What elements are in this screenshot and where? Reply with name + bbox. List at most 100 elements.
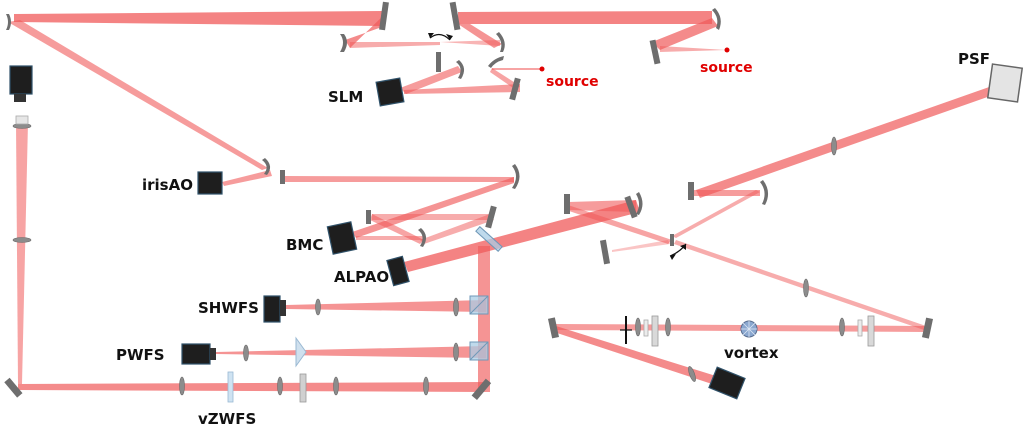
arrowhead xyxy=(680,244,686,250)
concave-mirror-icon xyxy=(262,158,271,175)
lens-icon xyxy=(635,317,641,337)
lens-icon xyxy=(665,317,671,337)
concave-mirror-icon xyxy=(488,56,504,68)
camera-lens-icon xyxy=(210,348,216,360)
lens-icon xyxy=(453,297,459,317)
beam-bmc-cross-2 xyxy=(420,214,494,244)
filter-plate xyxy=(643,319,649,337)
slm-device-icon xyxy=(375,77,405,107)
filter-plate xyxy=(299,373,307,403)
flat-mirror-icon xyxy=(366,210,371,224)
label-source-1: source xyxy=(546,74,599,90)
filter-plate xyxy=(857,319,863,337)
flat-mirror-icon xyxy=(436,52,441,72)
prism-icon xyxy=(295,336,307,368)
label-source-2: source xyxy=(700,60,753,76)
bmc-device-icon xyxy=(326,221,358,255)
beam-left-vertical xyxy=(16,122,28,384)
devices xyxy=(9,63,1024,400)
source-point-icon xyxy=(539,66,545,72)
flat-mirror-icon xyxy=(485,205,497,229)
zernike-mask-plate xyxy=(227,371,234,403)
beam-alpao-top xyxy=(568,200,636,212)
mirrors xyxy=(4,1,933,400)
beamsplitters xyxy=(295,226,503,368)
beam-bmc-mid xyxy=(356,236,424,240)
flat-mirror-icon xyxy=(547,317,559,339)
beam-vortex-camera xyxy=(554,326,716,384)
flat-mirror-icon xyxy=(280,170,285,184)
flat-mirror-icon xyxy=(509,77,521,101)
beam-bottom xyxy=(18,382,484,392)
beam-source1-down xyxy=(490,68,520,90)
concave-mirror-icon xyxy=(6,14,11,30)
concave-mirror-icon xyxy=(496,32,505,52)
dichroic-plate-icon xyxy=(475,226,503,252)
lens-icon xyxy=(839,317,845,337)
beam-diagonal-irisao xyxy=(8,20,268,170)
arrowhead xyxy=(428,33,434,38)
beam-shwfs xyxy=(286,300,486,312)
lens-icon xyxy=(333,376,339,396)
beam-source2 xyxy=(652,18,718,50)
beam-top-middle-down xyxy=(458,24,502,48)
flat-mirror-icon xyxy=(921,317,933,339)
beamsplitter-diagonal xyxy=(469,341,489,361)
labels: SLM source source PSF irisAO BMC ALPAO S… xyxy=(116,50,990,428)
beam-focus-left xyxy=(612,240,670,252)
flat-mirror-icon xyxy=(688,182,694,200)
lens-icon xyxy=(315,298,321,316)
arrowhead xyxy=(446,34,453,40)
camera-icon xyxy=(708,366,746,400)
concave-mirror-icon xyxy=(712,8,721,30)
concave-mirror-icon xyxy=(760,180,769,205)
lens-icon xyxy=(803,278,809,298)
camera-lens-icon xyxy=(14,94,26,102)
arrowhead xyxy=(670,254,676,260)
lens-icon xyxy=(277,376,283,396)
beam-to-slm-1 xyxy=(345,14,385,48)
camera-lens-icon xyxy=(280,300,286,316)
beam-right-vertical xyxy=(478,246,490,392)
beam-alpao-diag xyxy=(566,205,672,244)
lens-icon xyxy=(179,376,185,396)
beam-slm-lower xyxy=(404,84,520,94)
filter-plate xyxy=(867,315,875,347)
flat-mirror-icon xyxy=(4,377,23,398)
concave-mirror-icon xyxy=(456,60,465,79)
beam-bmc-in xyxy=(352,177,514,238)
lens-icon xyxy=(831,136,837,156)
rotation-arrows xyxy=(428,33,687,260)
flat-mirror-icon xyxy=(471,378,492,400)
filters xyxy=(15,115,875,403)
beam-source1 xyxy=(492,68,542,70)
beam-psf xyxy=(696,86,996,198)
beam-slm-top xyxy=(350,42,440,48)
label-pwfs: PWFS xyxy=(116,346,165,364)
concave-mirror-icon xyxy=(636,192,643,215)
concave-mirror-icon xyxy=(340,34,347,52)
lens-icon xyxy=(453,342,459,362)
psf-camera-icon xyxy=(986,63,1024,103)
camera-icon xyxy=(263,295,281,323)
label-vzwfs: vZWFS xyxy=(198,410,256,428)
beam-to-vortex-mirror xyxy=(674,240,926,330)
flat-mirror-icon xyxy=(379,1,389,31)
beam-irisao-right xyxy=(285,176,514,182)
label-bmc: BMC xyxy=(286,236,323,254)
lenses xyxy=(12,123,845,396)
concave-mirror-icon xyxy=(512,164,520,189)
beam-top-left xyxy=(14,11,385,26)
source-point-icon xyxy=(724,47,730,53)
vortex-mask-icon xyxy=(740,320,758,338)
filter-plate xyxy=(15,115,29,125)
label-irisao: irisAO xyxy=(142,176,193,194)
label-psf: PSF xyxy=(958,50,990,68)
beam-irisao xyxy=(222,170,272,186)
lens-icon xyxy=(243,344,249,362)
beam-slm-out xyxy=(400,66,462,94)
beam-bmc-top xyxy=(372,214,490,220)
beamsplitter-diagonal xyxy=(469,295,489,315)
